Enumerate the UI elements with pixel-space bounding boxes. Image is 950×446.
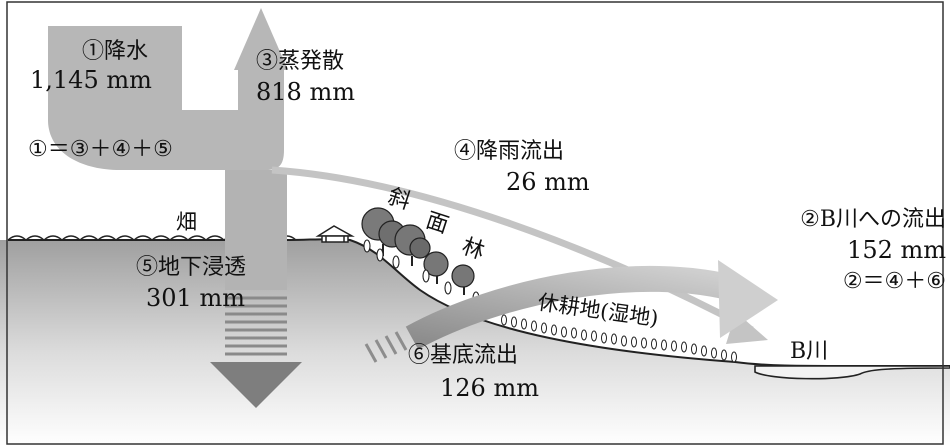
river-flow-title: ②B川への流出 [800, 207, 946, 232]
wetland-plant-icon [671, 340, 677, 352]
wetland-plant-icon [621, 335, 627, 347]
river-channel [754, 365, 950, 380]
tree-icon [394, 224, 431, 266]
precip-evap-arrow [48, 8, 288, 170]
wetland-plant-icon [511, 316, 517, 328]
infiltration-arrow [210, 170, 302, 408]
wetland-plant-icon [551, 324, 557, 336]
wetland-plants [501, 314, 737, 363]
wetland-plant-icon [541, 322, 547, 334]
infiltration-title: ⑤地下浸透 [136, 255, 247, 280]
river-label: B川 [790, 339, 829, 364]
wetland-plant-icon [711, 347, 717, 359]
infiltration-value: 301 mm [146, 284, 245, 312]
wetland-plant-icon [701, 345, 707, 357]
house-icon [315, 225, 355, 243]
wetland-plant-icon [641, 337, 647, 349]
slope-forest [361, 207, 480, 305]
wetland-plant-icon [601, 332, 607, 344]
runoff-value: 26 mm [506, 168, 590, 196]
tree-icon [423, 251, 449, 284]
wetland-plant-icon [581, 329, 587, 341]
wetland-plant-icon [521, 318, 527, 330]
wetland-plant-icon [651, 338, 657, 350]
wetland-plant-icon [631, 336, 637, 348]
wetland-plant-icon [531, 320, 537, 332]
wetland-plant-icon [661, 339, 667, 351]
ground [0, 239, 950, 446]
baseflow-arrow [364, 260, 778, 363]
baseflow-title: ⑥基底流出 [408, 343, 519, 368]
wetland-plant-icon [561, 326, 567, 338]
wetland-plant-icon [571, 327, 577, 339]
wetland-plant-icon [731, 351, 737, 363]
wetland-plant-icon [691, 343, 697, 355]
rain-balance-formula: ①＝③＋④＋⑤ [28, 137, 173, 162]
runoff-title: ④降雨流出 [454, 139, 565, 164]
wetland-plant-icon [591, 330, 597, 342]
field-label: 畑 [176, 210, 197, 234]
evap-value: 818 mm [256, 78, 355, 106]
baseflow-value: 126 mm [440, 374, 539, 402]
precip-value: 1,145 mm [30, 66, 152, 94]
wetland-plant-icon [611, 333, 617, 345]
diagram-frame [6, 1, 944, 445]
river-flow-value: 152 mm [847, 236, 946, 264]
evap-title: ③蒸発散 [256, 49, 345, 74]
river-balance-formula: ②＝④＋⑥ [842, 269, 946, 294]
tree-icon [451, 264, 475, 295]
wetland-plant-icon [721, 349, 727, 361]
wetland-plant-icon [681, 341, 687, 353]
precip-title: ①降水 [81, 39, 148, 64]
wetland-plant-icon [501, 314, 507, 326]
